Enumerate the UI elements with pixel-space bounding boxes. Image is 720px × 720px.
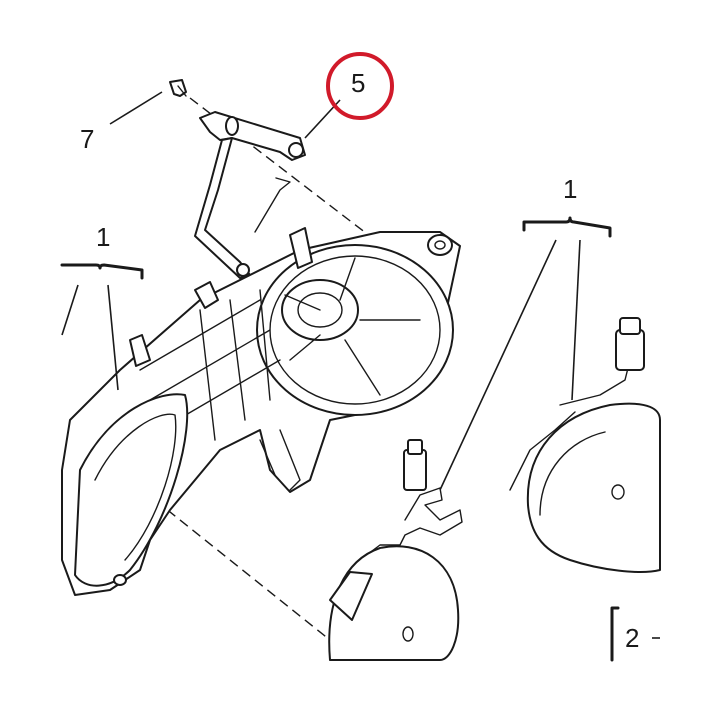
fan-shroud — [61, 227, 461, 596]
callout-bracket-bottom — [610, 606, 620, 662]
callout-label-fan-left: 1 — [96, 222, 110, 252]
screw — [169, 79, 187, 97]
callout-label-bracket: 5 — [351, 68, 365, 98]
fan-motor-lower — [328, 439, 463, 661]
callout-label-screw: 7 — [80, 124, 94, 154]
mounting-bracket — [194, 111, 306, 279]
fan-motor-right — [509, 317, 661, 573]
callout-label-cut-off: 2 — [625, 623, 639, 653]
highlight-circle-group — [326, 52, 394, 120]
callout-label-motor-right: 1 — [563, 174, 577, 204]
callout-bracket-right — [522, 216, 612, 238]
highlight-circle — [326, 52, 394, 120]
callout-bracket-left — [60, 263, 144, 280]
